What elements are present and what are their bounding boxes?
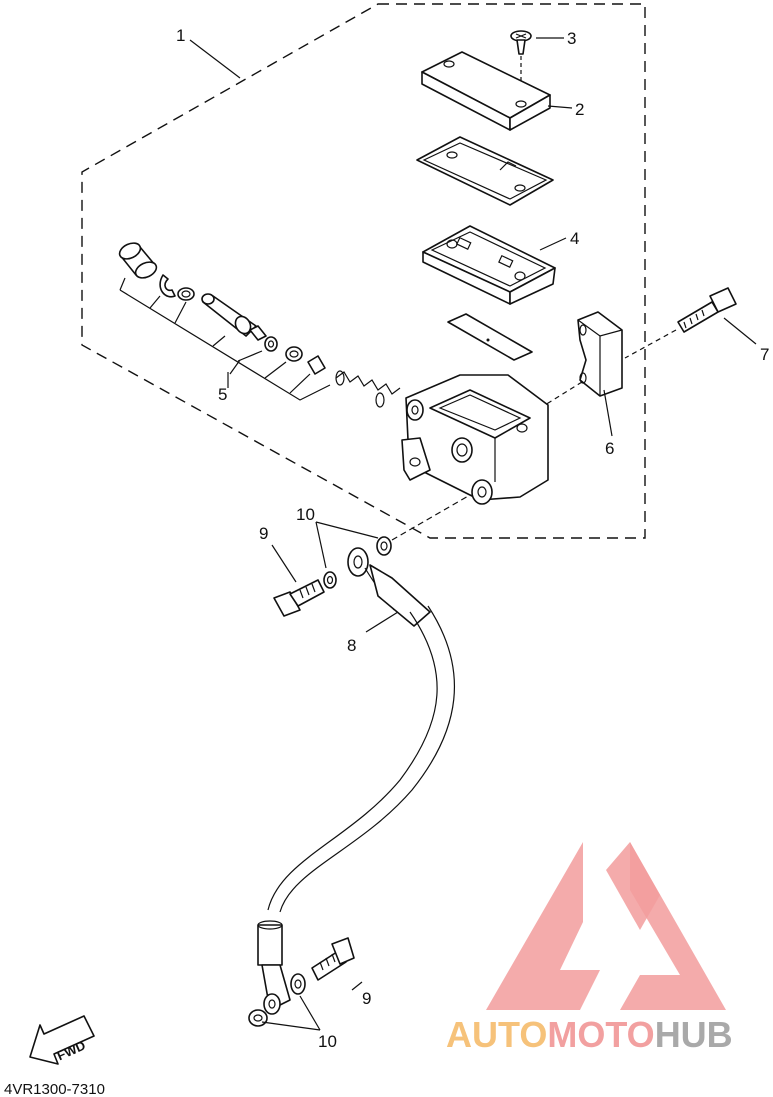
callout-7: 7: [760, 345, 769, 364]
leader-lines: [189, 37, 757, 1031]
part-2-cap: [421, 51, 551, 131]
callout-9-lower: 9: [362, 989, 371, 1008]
assembly-boundary: [81, 3, 646, 539]
part-5-bracket-lines: [119, 277, 331, 401]
part-5-piston-kit: [118, 242, 401, 408]
lower-banjo-assembly: [248, 937, 355, 1027]
callout-8: 8: [347, 636, 356, 655]
callout-2: 2: [575, 100, 584, 119]
automotohub-logo: [486, 842, 726, 1010]
callout-6: 6: [605, 439, 614, 458]
part-4-diaphragm: [422, 225, 556, 305]
watermark-text: AUTOMOTOHUB: [446, 1014, 733, 1055]
master-cylinder-body: [401, 374, 549, 505]
diagram-code: 4VR1300-7310: [4, 1081, 105, 1097]
callout-10-upper: 10: [296, 505, 315, 524]
callout-1: 1: [176, 26, 185, 45]
float-plate: [447, 313, 533, 361]
part-8-brake-hose: [257, 564, 455, 1011]
part-6-clamp: [577, 311, 623, 397]
callout-5: 5: [218, 385, 227, 404]
callout-3: 3: [567, 29, 576, 48]
callout-4: 4: [570, 229, 579, 248]
fwd-arrow-icon: FWD: [29, 1015, 95, 1065]
upper-banjo-assembly: [273, 494, 471, 617]
diaphragm-plate: [416, 136, 554, 206]
part-7-bolt: [544, 287, 737, 406]
callout-9-upper: 9: [259, 524, 268, 543]
callout-10-lower: 10: [318, 1032, 337, 1051]
